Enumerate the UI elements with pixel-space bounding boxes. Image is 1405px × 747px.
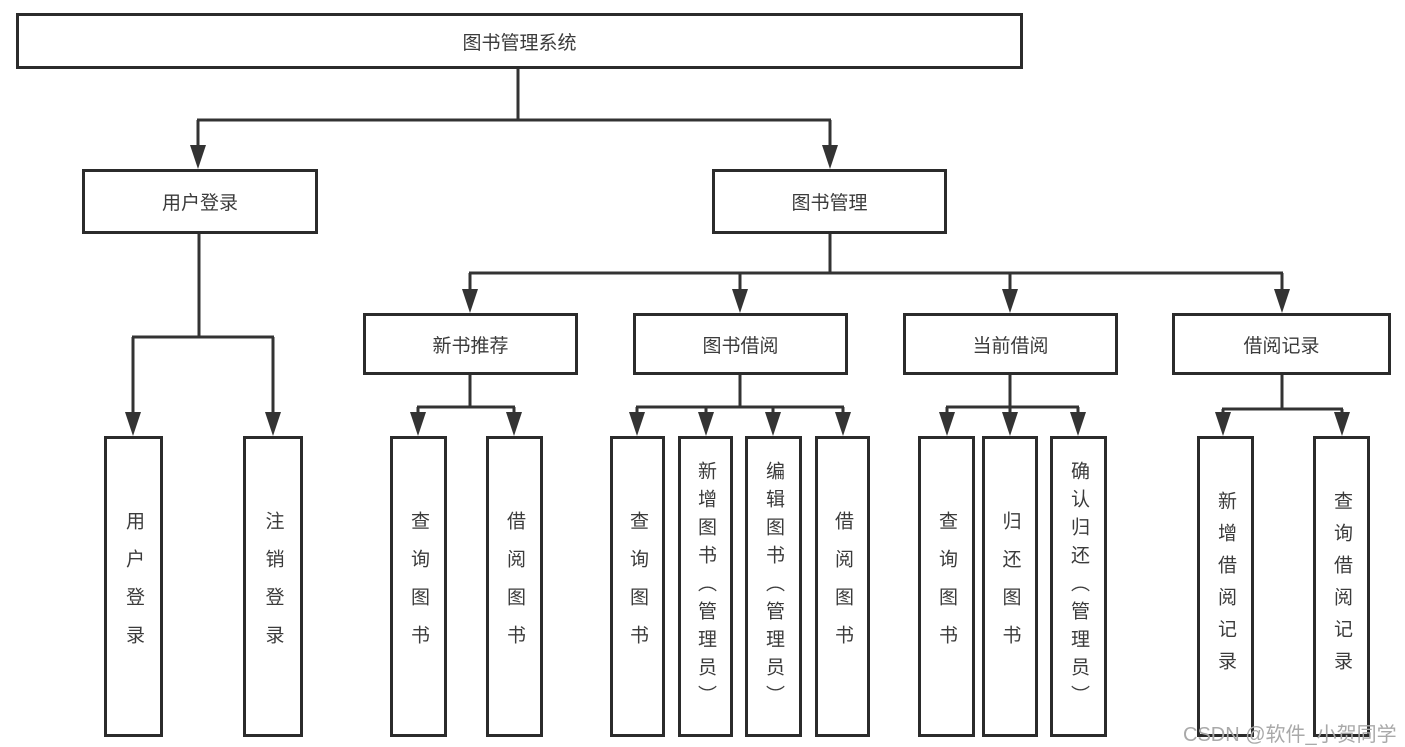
arrowhead-icon xyxy=(629,412,645,436)
leaf-query-books-1: 查询图书 xyxy=(390,436,447,737)
node-label: 图书管理 xyxy=(791,193,868,214)
node-label: 借阅记录 xyxy=(1243,335,1320,357)
arrowhead-icon xyxy=(698,412,714,436)
arrowhead-icon xyxy=(1334,412,1350,436)
arrowhead-icon xyxy=(765,412,781,436)
arrowhead-icon xyxy=(1002,412,1018,436)
node-label: 查询借阅记录 xyxy=(1331,490,1352,683)
leaf-borrow-books-1: 借阅图书 xyxy=(486,436,543,737)
arrowhead-icon xyxy=(462,289,478,313)
node-label: 查询图书 xyxy=(627,510,648,663)
arrowhead-icon xyxy=(835,412,851,436)
node-current-borrowing: 当前借阅 xyxy=(903,313,1118,375)
node-label: 图书借阅 xyxy=(702,335,779,357)
node-book-borrowing: 图书借阅 xyxy=(633,313,848,375)
leaf-query-books-2: 查询图书 xyxy=(610,436,665,737)
node-label: 用户登录 xyxy=(123,510,144,663)
arrowhead-icon xyxy=(1274,289,1290,313)
leaf-user-login: 用户登录 xyxy=(104,436,163,737)
arrowhead-icon xyxy=(265,412,281,436)
arrowhead-icon xyxy=(1215,412,1231,436)
node-label: 当前借阅 xyxy=(972,335,1049,357)
node-borrowing-records: 借阅记录 xyxy=(1172,313,1391,375)
node-label: 新书推荐 xyxy=(432,335,509,357)
leaf-confirm-return-admin: 确认归还（管理员） xyxy=(1050,436,1107,737)
arrowhead-icon xyxy=(1002,289,1018,313)
arrowhead-icon xyxy=(410,412,426,436)
arrowhead-icon xyxy=(190,145,206,169)
node-label: 新增借阅记录 xyxy=(1215,490,1236,683)
node-label: 查询图书 xyxy=(408,510,429,663)
node-library-management-system: 图书管理系统 xyxy=(16,13,1023,69)
leaf-add-books-admin: 新增图书（管理员） xyxy=(678,436,733,737)
arrowhead-icon xyxy=(732,289,748,313)
leaf-borrow-books-2: 借阅图书 xyxy=(815,436,870,737)
node-label: 编辑图书（管理员） xyxy=(763,460,784,713)
leaf-query-borrow-record: 查询借阅记录 xyxy=(1313,436,1370,737)
node-label: 借阅图书 xyxy=(832,510,853,663)
arrowhead-icon xyxy=(822,145,838,169)
leaf-logout: 注销登录 xyxy=(243,436,303,737)
watermark: CSDN @软件_小贺同学 xyxy=(1183,724,1397,746)
leaf-return-books: 归还图书 xyxy=(982,436,1038,737)
node-label: 注销登录 xyxy=(262,510,284,663)
arrowhead-icon xyxy=(939,412,955,436)
node-label: 确认归还（管理员） xyxy=(1068,460,1089,713)
node-label: 新增图书（管理员） xyxy=(695,460,716,713)
node-book-management: 图书管理 xyxy=(712,169,947,234)
arrowhead-icon xyxy=(125,412,141,436)
node-label: 查询图书 xyxy=(936,510,957,663)
leaf-edit-books-admin: 编辑图书（管理员） xyxy=(745,436,802,737)
arrowhead-icon xyxy=(506,412,522,436)
node-label: 归还图书 xyxy=(999,510,1021,663)
arrowhead-icon xyxy=(1070,412,1086,436)
node-new-book-recommend: 新书推荐 xyxy=(363,313,578,375)
node-label: 用户登录 xyxy=(161,193,238,214)
node-label: 图书管理系统 xyxy=(462,32,577,54)
leaf-add-borrow-record: 新增借阅记录 xyxy=(1197,436,1254,737)
leaf-query-books-3: 查询图书 xyxy=(918,436,975,737)
node-label: 借阅图书 xyxy=(504,510,525,663)
node-user-login: 用户登录 xyxy=(82,169,318,234)
